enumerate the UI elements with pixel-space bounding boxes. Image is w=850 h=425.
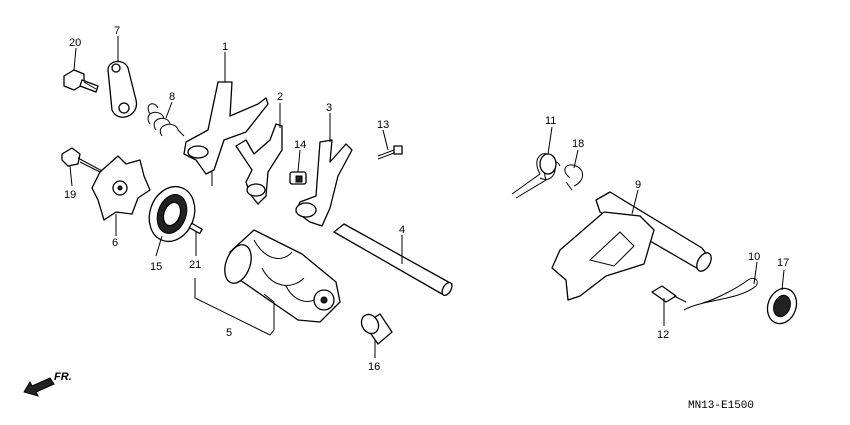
callout-16: 16 (368, 361, 380, 373)
part-18-circlip (564, 164, 583, 191)
callout-17: 17 (777, 257, 789, 269)
callout-15: 15 (150, 261, 162, 273)
callout-14: 14 (294, 139, 306, 151)
callout-2: 2 (277, 91, 283, 103)
callout-labels: 1 2 3 4 5 6 7 8 9 10 11 12 13 14 15 16 1… (64, 25, 789, 373)
callout-19: 19 (64, 189, 76, 201)
callout-9: 9 (635, 179, 641, 191)
callout-18: 18 (572, 138, 584, 150)
callout-13: 13 (377, 119, 389, 131)
part-1-shift-fork (183, 81, 269, 186)
front-direction-indicator: FR. (23, 371, 72, 397)
leader-lines (69, 36, 785, 358)
callout-12: 12 (657, 329, 669, 341)
callout-21: 21 (189, 259, 201, 271)
callout-8: 8 (169, 91, 175, 103)
diagram-code: MN13-E1500 (688, 400, 754, 412)
callout-20: 20 (69, 37, 81, 49)
part-15-bearing (148, 185, 196, 243)
front-arrow-icon (23, 377, 55, 397)
part-20-bolt (63, 69, 99, 93)
callout-11: 11 (545, 115, 556, 127)
part-2-shift-fork (235, 123, 283, 205)
part-21-pin (188, 222, 203, 235)
part-6-star-plate (91, 155, 151, 221)
part-8-spring (147, 103, 185, 137)
part-3-shift-fork (295, 139, 353, 227)
direction-label: FR. (54, 371, 72, 383)
part-10-return-spring (683, 277, 758, 311)
part-16-collar (360, 313, 393, 345)
part-shift-drum (224, 229, 341, 323)
callout-4: 4 (399, 224, 405, 236)
part-11-spring (511, 153, 561, 199)
part-12-bolt (651, 285, 687, 303)
part-17-oil-seal (766, 287, 798, 325)
part-14-guide-pin (289, 171, 307, 185)
part-4-shaft (333, 223, 453, 297)
part-9-gearshift-spindle (551, 191, 712, 301)
callout-6: 6 (112, 237, 118, 249)
part-13-bolt (377, 145, 403, 160)
part-19-bolt (61, 147, 105, 173)
callout-5: 5 (226, 327, 232, 339)
callout-1: 1 (222, 41, 228, 53)
callout-10: 10 (748, 251, 760, 263)
callout-3: 3 (326, 102, 332, 114)
callout-7: 7 (114, 25, 120, 37)
part-7-arm (107, 60, 138, 118)
